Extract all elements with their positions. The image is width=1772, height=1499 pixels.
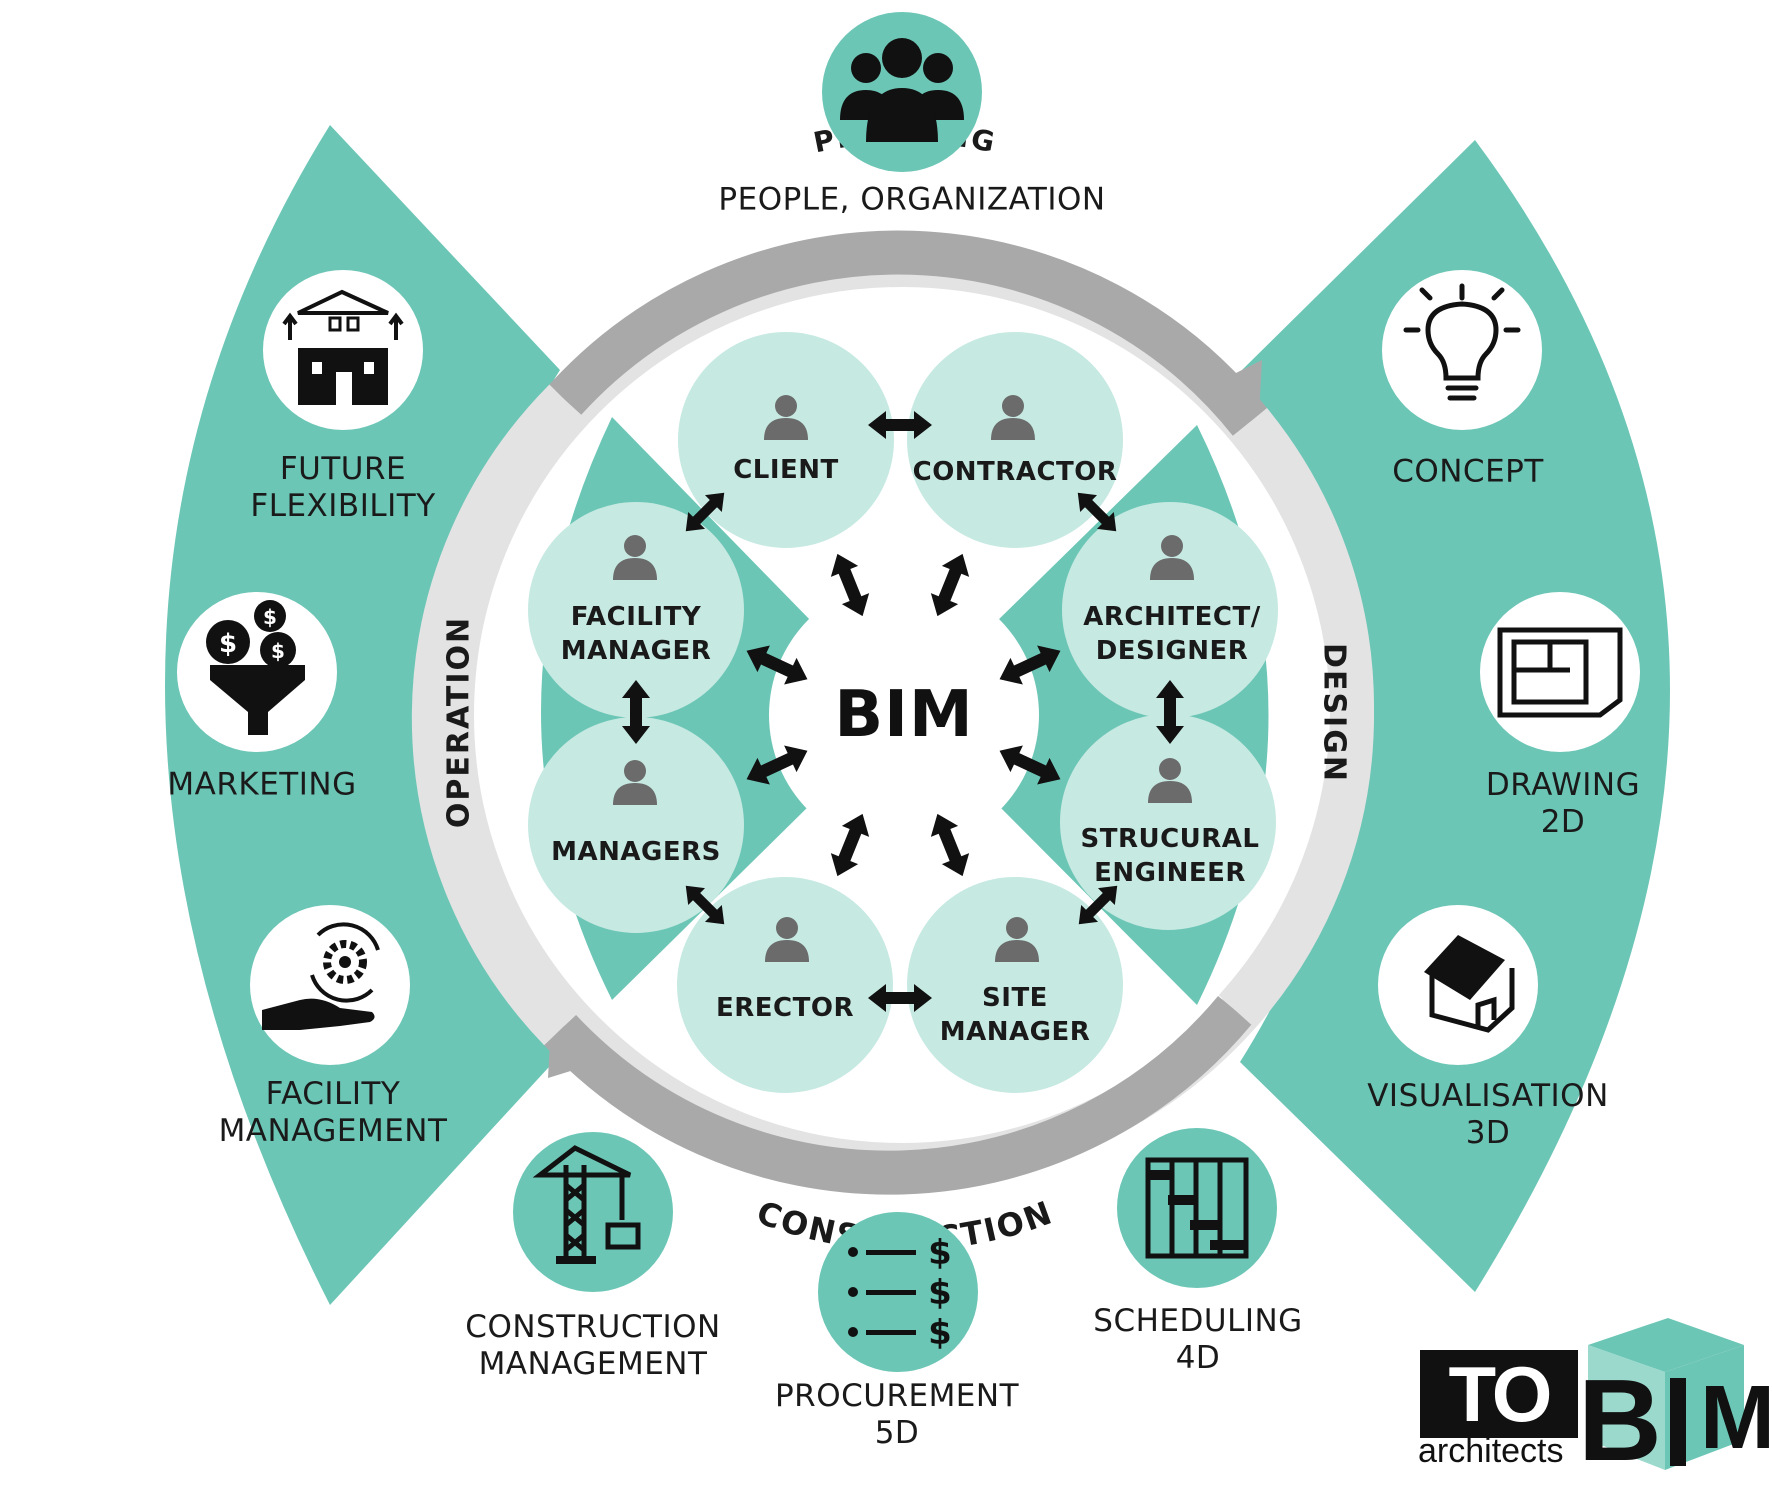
planning-arrow	[548, 230, 1268, 436]
design-arrow	[1218, 408, 1375, 1025]
crane-icon	[532, 1145, 641, 1260]
label-concept: CONCEPT	[1392, 453, 1544, 490]
building-expand-icon	[282, 289, 404, 405]
hand-gear-icon	[262, 922, 380, 1030]
erector-circle	[677, 877, 893, 1093]
role-architect: ARCHITECT/DESIGNER	[1083, 602, 1261, 666]
site-manager-circle	[907, 877, 1123, 1093]
structural-circle	[1060, 714, 1276, 930]
managers-circle	[528, 717, 744, 933]
planning-arrowhead	[1222, 360, 1262, 432]
operation-arrow	[411, 384, 581, 1046]
floorplan-icon	[1497, 627, 1623, 718]
lightbulb-icon	[1403, 283, 1521, 401]
gantt-bars	[1150, 1170, 1244, 1250]
house-icon	[1424, 935, 1515, 1033]
money-funnel-icon	[206, 600, 305, 735]
crane-base	[556, 1256, 596, 1264]
logo-b: B	[1578, 1355, 1662, 1485]
client-circle	[678, 332, 894, 548]
phase-design: DESIGN	[1317, 643, 1352, 783]
facility-manager-circle	[528, 502, 744, 718]
bim-hub	[769, 580, 1039, 850]
construction-mgmt-icon-circle	[513, 1132, 673, 1292]
role-client: CLIENT	[733, 455, 839, 485]
svg-text:$: $	[271, 639, 285, 663]
architect-circle	[1062, 502, 1278, 718]
logo-to: TO	[1420, 1350, 1578, 1438]
label-marketing: MARKETING	[167, 766, 357, 803]
role-erector: ERECTOR	[716, 993, 854, 1023]
logo-m: M	[1700, 1368, 1772, 1468]
svg-text:$: $	[219, 629, 237, 659]
label-people-organization: PEOPLE, ORGANIZATION	[718, 181, 1106, 218]
role-contractor: CONTRACTOR	[912, 457, 1118, 487]
money-funnel-dollars: $ $ $	[219, 605, 285, 663]
construction-arrow	[543, 995, 1252, 1195]
svg-text:$: $	[928, 1273, 952, 1313]
bim-center-label: BIM	[834, 678, 974, 752]
concept-icon-circle	[1382, 270, 1542, 430]
people-icon	[840, 38, 964, 142]
role-managers: MANAGERS	[551, 837, 721, 867]
svg-text:$: $	[263, 605, 277, 629]
phase-operation: OPERATION	[442, 616, 477, 828]
contractor-circle	[907, 332, 1123, 548]
right-wing	[1240, 140, 1670, 1292]
dollar-list-icon: $ $ $	[848, 1233, 952, 1353]
logo-i-bar	[1670, 1378, 1686, 1466]
svg-text:$: $	[928, 1233, 952, 1273]
svg-text:$: $	[928, 1313, 952, 1353]
logo-architects: architects	[1418, 1432, 1564, 1470]
